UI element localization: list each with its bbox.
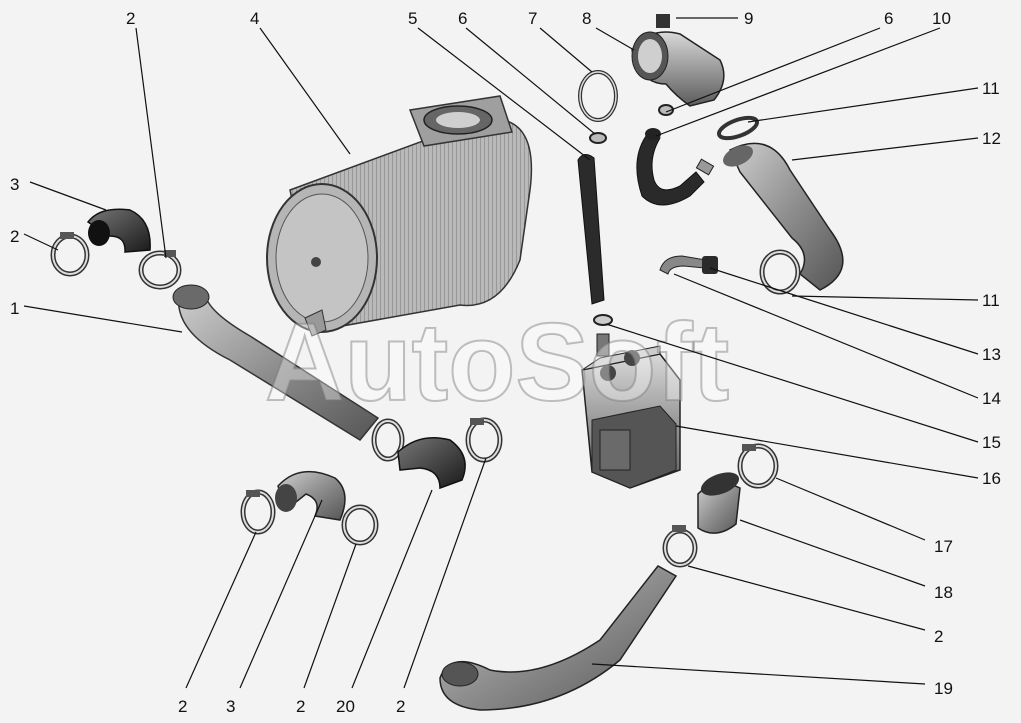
air-filter-housing — [266, 95, 533, 337]
callout-2-top: 2 — [126, 9, 135, 28]
callout-20: 20 — [336, 697, 355, 716]
hose-clamp-2-lower-left — [240, 489, 276, 535]
rubber-elbow-lower — [275, 470, 346, 521]
small-clamp-6 — [589, 132, 607, 144]
hose-clamp-2-mid-right — [465, 417, 503, 463]
callout-8: 8 — [582, 9, 591, 28]
callout-18: 18 — [934, 583, 953, 602]
callout-14: 14 — [982, 389, 1001, 408]
clamp-11-lower — [759, 249, 801, 295]
clamp-17 — [737, 443, 779, 489]
callout-17: 17 — [934, 537, 953, 556]
callout-13: 13 — [982, 345, 1001, 364]
fitting-15 — [593, 314, 613, 357]
small-clamp-6b — [658, 104, 674, 116]
air-duct-12 — [723, 142, 844, 291]
clamp-ring-7 — [578, 70, 618, 122]
callout-6-top: 6 — [458, 9, 467, 28]
small-tube-14 — [659, 255, 718, 275]
callout-11-upper: 11 — [982, 79, 1000, 98]
leader-lines — [23, 17, 979, 689]
callout-5: 5 — [408, 9, 417, 28]
callout-19: 19 — [934, 679, 953, 698]
curved-hose-10 — [636, 128, 705, 206]
hose-clamp-2-upper — [138, 250, 182, 290]
intake-pipe — [172, 284, 380, 441]
callout-2-bottom-2: 2 — [296, 697, 305, 716]
hose-clamp-2-lower-right — [662, 525, 698, 568]
callout-2-right: 2 — [934, 627, 943, 646]
hose-clamp-2-mid-left — [371, 418, 405, 462]
callout-1: 1 — [10, 299, 19, 318]
callout-16: 16 — [982, 469, 1001, 488]
callout-15: 15 — [982, 433, 1001, 452]
callout-3-left: 3 — [10, 175, 19, 194]
callout-9: 9 — [744, 9, 753, 28]
callout-4: 4 — [250, 9, 259, 28]
rubber-elbow-20 — [397, 437, 466, 490]
callout-10: 10 — [932, 9, 951, 28]
sleeve-18 — [697, 472, 741, 534]
rubber-elbow-upper — [86, 208, 151, 253]
callout-3-bottom: 3 — [226, 697, 235, 716]
small-fitting-10 — [695, 158, 715, 176]
watermark-text: AutoSoft — [265, 301, 729, 424]
hose-clamp-2-lower-mid — [341, 504, 379, 546]
callout-2-bottom-3: 2 — [396, 697, 405, 716]
vertical-hose — [577, 154, 605, 305]
outlet-pipe-19 — [439, 565, 678, 711]
hose-clamp-2-left — [50, 232, 90, 277]
callout-12: 12 — [982, 129, 1001, 148]
clamp-11-upper — [717, 115, 759, 141]
callout-2-bottom-1: 2 — [178, 697, 187, 716]
callout-2-left: 2 — [10, 227, 19, 246]
callout-11-lower: 11 — [982, 291, 1000, 310]
compressor-16 — [581, 345, 681, 489]
callout-7: 7 — [528, 9, 537, 28]
intake-elbow-housing — [631, 14, 725, 107]
callout-labels: 2 4 5 6 7 8 9 6 10 11 12 11 13 14 15 16 … — [10, 9, 1001, 716]
callout-6-right: 6 — [884, 9, 893, 28]
